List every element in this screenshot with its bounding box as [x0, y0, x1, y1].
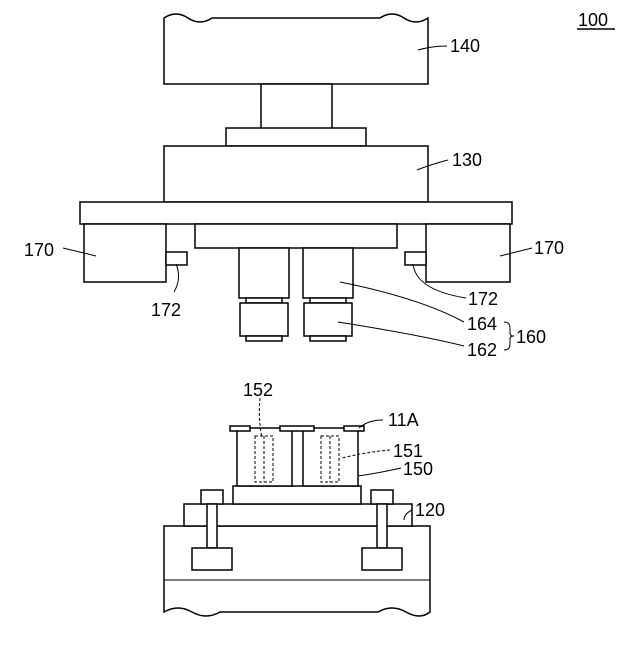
component-140	[164, 14, 428, 146]
label-172-right: 172	[468, 289, 498, 309]
label-130: 130	[452, 150, 482, 170]
label-151: 151	[393, 441, 423, 461]
label-162: 162	[467, 340, 497, 360]
label-152: 152	[243, 380, 273, 400]
label-172-left: 172	[151, 300, 181, 320]
label-170-left: 170	[24, 240, 54, 260]
figure-ref: 100	[577, 10, 615, 30]
component-130	[164, 146, 428, 202]
label-150: 150	[403, 459, 433, 479]
component-150	[230, 426, 364, 504]
nozzle-holder	[195, 224, 397, 248]
label-164: 164	[467, 314, 497, 334]
label-170-right: 170	[534, 238, 564, 258]
mounting-plate	[80, 202, 512, 224]
figure-ref-text: 100	[578, 10, 608, 30]
label-160: 160	[516, 327, 546, 347]
label-140: 140	[450, 36, 480, 56]
component-170-right	[405, 224, 510, 282]
label-11a: 11A	[388, 410, 419, 430]
component-160-nozzles	[239, 248, 353, 341]
component-120-base	[164, 490, 430, 616]
label-120: 120	[415, 500, 445, 520]
component-170-left	[84, 224, 187, 282]
